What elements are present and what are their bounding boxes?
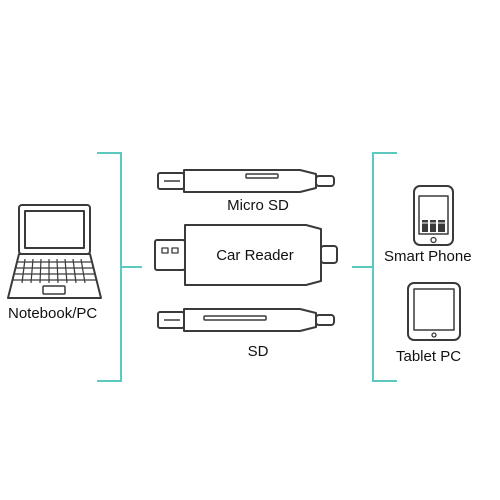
notebook-pc-label: Notebook/PC [8, 305, 98, 322]
tablet-pc-label: Tablet PC [396, 348, 462, 365]
tablet-icon [407, 282, 461, 341]
sd-usb-stick-icon [157, 308, 335, 332]
smartphone-icon [413, 185, 454, 246]
sd-label: SD [247, 343, 269, 360]
smart-phone-label: Smart Phone [384, 248, 472, 265]
right-bracket [352, 152, 397, 382]
laptop-icon [7, 204, 102, 299]
car-reader-label: Car Reader [216, 247, 294, 264]
card-reader-icon [154, 224, 338, 286]
left-bracket [97, 152, 142, 382]
micro-sd-usb-stick-icon [157, 169, 335, 193]
micro-sd-label: Micro SD [227, 197, 289, 214]
